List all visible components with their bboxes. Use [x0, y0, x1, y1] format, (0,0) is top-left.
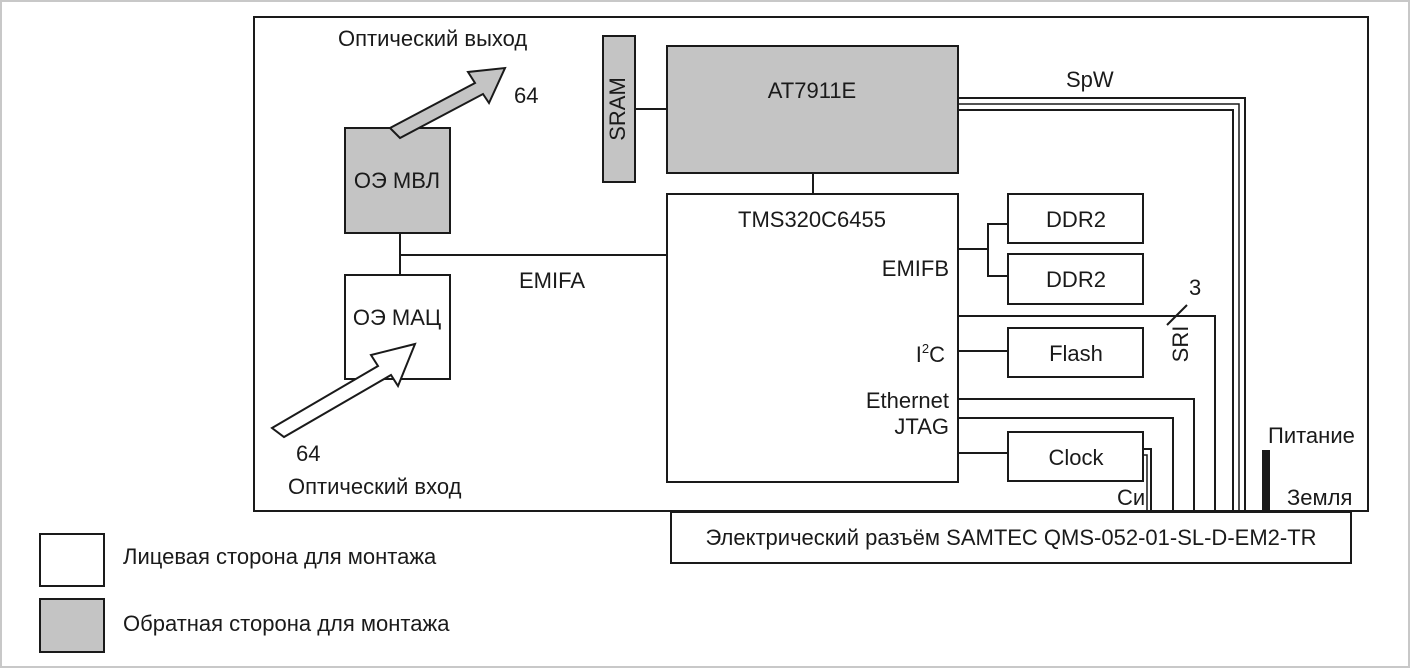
spw-label: SpW — [1066, 67, 1114, 92]
legend: Лицевая сторона для монтажа Обратная сто… — [39, 533, 450, 653]
ddr2-bus — [958, 223, 1008, 250]
sri-bus — [958, 315, 1216, 512]
optical-input-label: Оптический вход — [288, 474, 462, 499]
jtag-label: JTAG — [894, 414, 949, 439]
ground-label: Земля — [1287, 485, 1352, 510]
sram-block: SRAM — [602, 35, 636, 183]
oe-mac-label: ОЭ МАЦ — [353, 305, 441, 330]
flash-block: Flash — [1007, 327, 1144, 378]
optical-output-count: 64 — [514, 83, 538, 108]
ddr2-top-block: DDR2 — [1007, 193, 1144, 244]
optical-input-arrow — [270, 342, 417, 439]
i2c-prefix: I — [916, 342, 922, 367]
ethernet-bus — [958, 398, 1195, 512]
power-bar — [1262, 450, 1270, 512]
si-label: Си — [1117, 485, 1145, 510]
ddr2-top-label: DDR2 — [1046, 207, 1106, 232]
ddr2-bus-2 — [987, 249, 1008, 277]
i2c-superscript: 2 — [922, 341, 929, 356]
oe-mvl-block: ОЭ МВЛ — [344, 127, 451, 234]
jtag-bus — [958, 417, 1174, 512]
sri-label: SRI — [1168, 326, 1193, 363]
legend-front-swatch — [39, 533, 105, 587]
connector-block: Электрический разъём SAMTEC QMS-052-01-S… — [670, 511, 1352, 564]
clock-block: Clock — [1007, 431, 1144, 482]
power-label: Питание — [1268, 423, 1355, 448]
legend-front-label: Лицевая сторона для монтажа — [123, 544, 437, 569]
flash-label: Flash — [1049, 341, 1103, 366]
emifa-label: EMIFA — [519, 268, 585, 293]
tms-label: TMS320C6455 — [738, 207, 886, 232]
spw-bus-2 — [958, 103, 1240, 512]
legend-back-swatch — [39, 598, 105, 653]
clock-label: Clock — [1048, 445, 1104, 470]
optical-input-count: 64 — [296, 441, 320, 466]
sram-label: SRAM — [605, 77, 630, 141]
connection-lines — [399, 97, 1246, 512]
legend-back-label: Обратная сторона для монтажа — [123, 611, 450, 636]
spw-bus-3 — [958, 109, 1234, 512]
ethernet-label: Ethernet — [866, 388, 949, 413]
sri-count-label: 3 — [1189, 275, 1201, 300]
at7911e-label: AT7911E — [768, 78, 856, 103]
i2c-label: I2C — [916, 341, 945, 367]
at7911e-block: AT7911E — [666, 45, 959, 174]
clock-out-2 — [1143, 454, 1148, 512]
optical-output-label: Оптический выход — [338, 26, 527, 51]
i2c-suffix: C — [929, 342, 945, 367]
spw-bus-1 — [958, 97, 1246, 512]
sri-slash — [1166, 304, 1188, 326]
emifb-label: EMIFB — [882, 256, 949, 281]
ddr2-bottom-label: DDR2 — [1046, 267, 1106, 292]
tms-block: TMS320C6455 — [666, 193, 959, 483]
ddr2-bottom-block: DDR2 — [1007, 253, 1144, 305]
optical-output-arrow — [388, 66, 507, 140]
clock-out-1 — [1143, 448, 1152, 512]
connector-label: Электрический разъём SAMTEC QMS-052-01-S… — [705, 525, 1316, 550]
oe-mvl-label: ОЭ МВЛ — [354, 168, 440, 193]
